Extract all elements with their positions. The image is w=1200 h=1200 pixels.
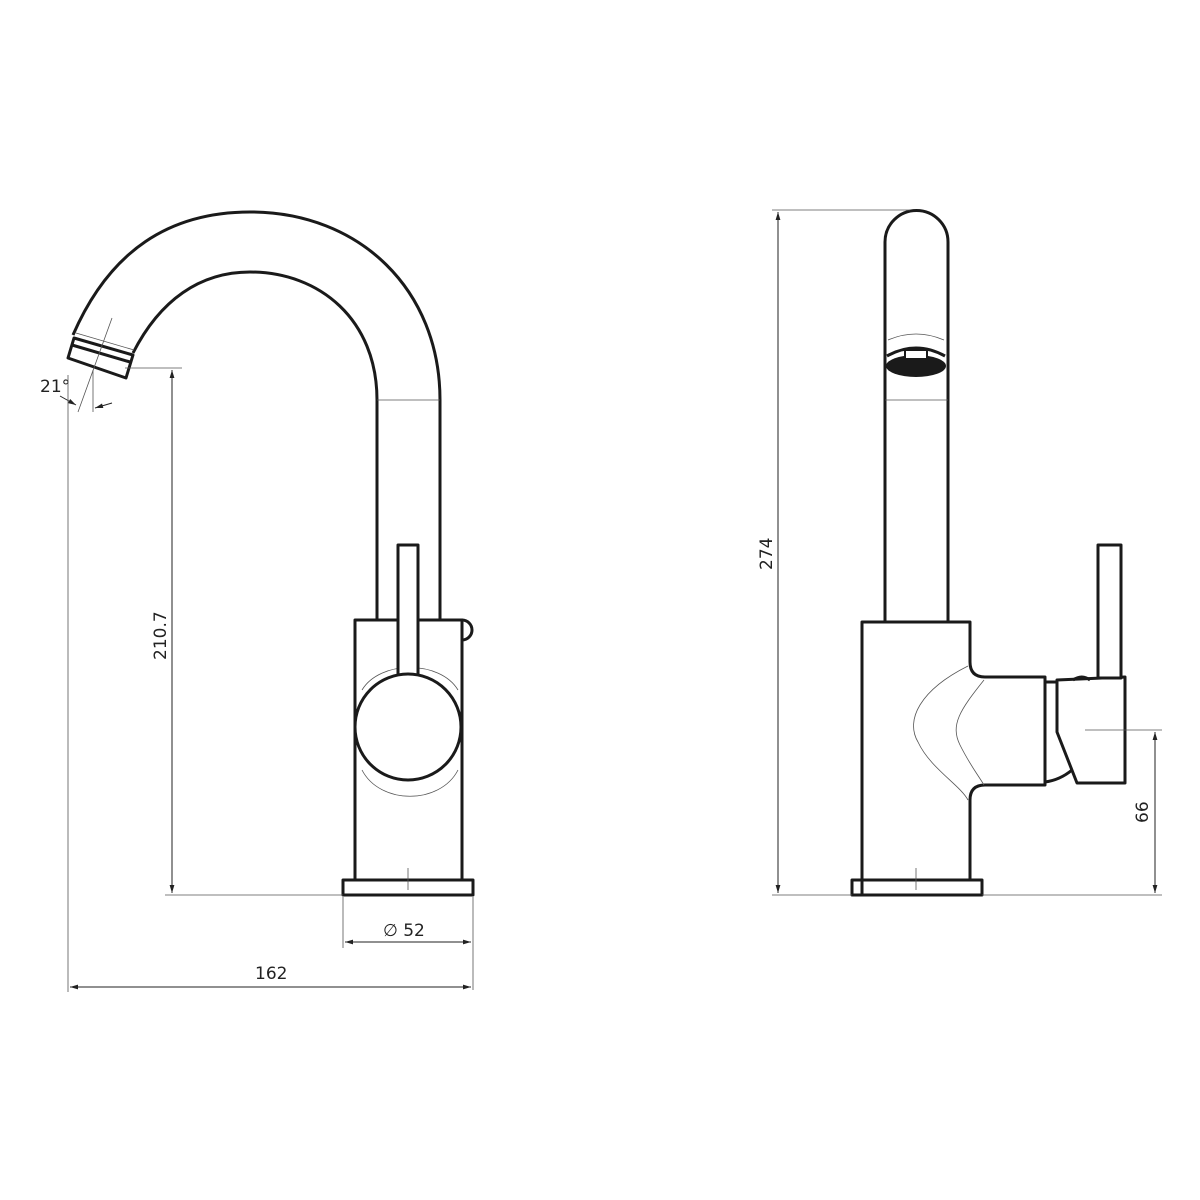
aerator-nozzle (66, 332, 135, 380)
lever-pivot (1072, 675, 1091, 682)
angle-label: 21° (40, 377, 70, 397)
aerator (886, 333, 946, 377)
base-plate (850, 878, 984, 897)
spout-inner (131, 270, 379, 620)
spout-height-dimension: 210.7 (125, 367, 343, 896)
reach-dimension: 162 (67, 375, 471, 992)
lever-height-dimension: 66 (982, 729, 1162, 896)
body-contour-outer (913, 665, 969, 801)
reach-label: 162 (255, 964, 287, 984)
lever-knob (353, 672, 463, 782)
diameter-label: ∅ 52 (383, 921, 425, 941)
angle-dimension: 21° (40, 317, 113, 413)
lever-handle (396, 543, 420, 682)
handle-collar (1044, 680, 1073, 784)
body-contour-bottom (361, 769, 459, 797)
cartridge-pin (461, 618, 474, 642)
body (860, 620, 1047, 895)
spout-outer (71, 210, 442, 620)
spout-height-label: 210.7 (151, 611, 171, 660)
side-lever (1096, 543, 1123, 680)
spout-column (883, 209, 950, 622)
overall-height-label: 274 (757, 538, 777, 570)
diameter-dimension: ∅ 52 (342, 897, 474, 990)
front-view: 21° 210.7 ∅ 52 162 (40, 210, 475, 992)
overall-height-dimension: 274 (757, 209, 910, 896)
lever-height-label: 66 (1133, 801, 1153, 823)
side-view: 274 66 (757, 209, 1162, 897)
body-contour-inner (955, 679, 985, 786)
